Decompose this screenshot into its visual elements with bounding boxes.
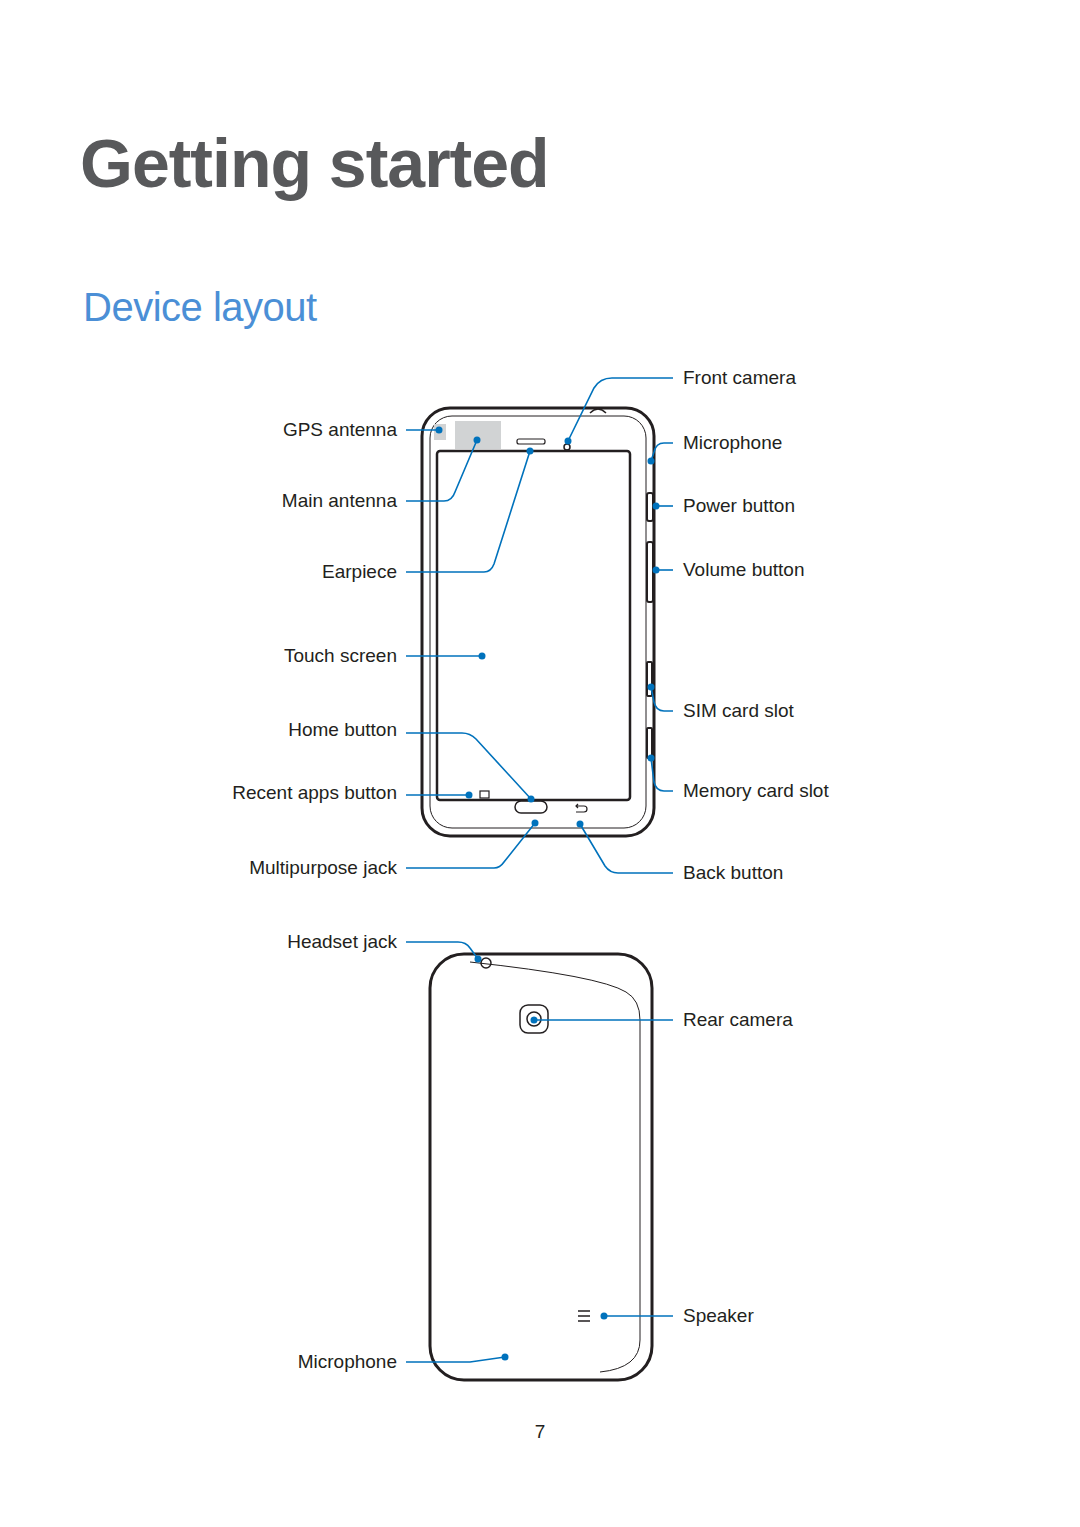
rear-camera (520, 1005, 548, 1033)
callout-label: Touch screen (284, 644, 397, 668)
callout-label: Recent apps button (232, 781, 397, 805)
memory-slot (647, 728, 652, 758)
callout-label: Volume button (683, 558, 804, 582)
callout-label: Memory card slot (683, 779, 829, 803)
page-number: 7 (535, 1420, 546, 1444)
callout-label: Earpiece (322, 560, 397, 584)
callout-label: Speaker (683, 1304, 754, 1328)
callout-label: Microphone (298, 1350, 397, 1374)
volume-key (647, 542, 653, 602)
touch-screen (437, 451, 630, 800)
callout-label: Rear camera (683, 1008, 793, 1032)
callout-label: GPS antenna (283, 418, 397, 442)
back-icon (576, 804, 587, 812)
earpiece (517, 439, 545, 444)
recent-apps-icon (480, 791, 489, 798)
callout-label: Main antenna (282, 489, 397, 513)
back-edge (470, 962, 640, 1372)
device-front-inner (430, 416, 646, 828)
page-title: Getting started (80, 123, 549, 203)
device-front-outline (422, 408, 654, 836)
front-camera (564, 444, 570, 450)
callout-label: Headset jack (287, 930, 397, 954)
power-key (647, 493, 653, 521)
gps-antenna (434, 424, 446, 440)
rear-camera-lens (527, 1012, 541, 1026)
home-button (515, 801, 547, 813)
callout-label: Microphone (683, 431, 782, 455)
main-antenna (455, 421, 501, 449)
callout-label: Front camera (683, 366, 796, 390)
speaker-grill (578, 1311, 590, 1321)
leader-lines (406, 378, 673, 1362)
headset-jack (481, 958, 491, 968)
top-notch (590, 409, 606, 413)
callout-label: Back button (683, 861, 783, 885)
section-heading: Device layout (83, 283, 317, 331)
callout-label: SIM card slot (683, 699, 794, 723)
callout-label: Multipurpose jack (249, 856, 397, 880)
leader-dots (436, 427, 660, 1361)
callout-label: Power button (683, 494, 795, 518)
callout-label: Home button (288, 718, 397, 742)
